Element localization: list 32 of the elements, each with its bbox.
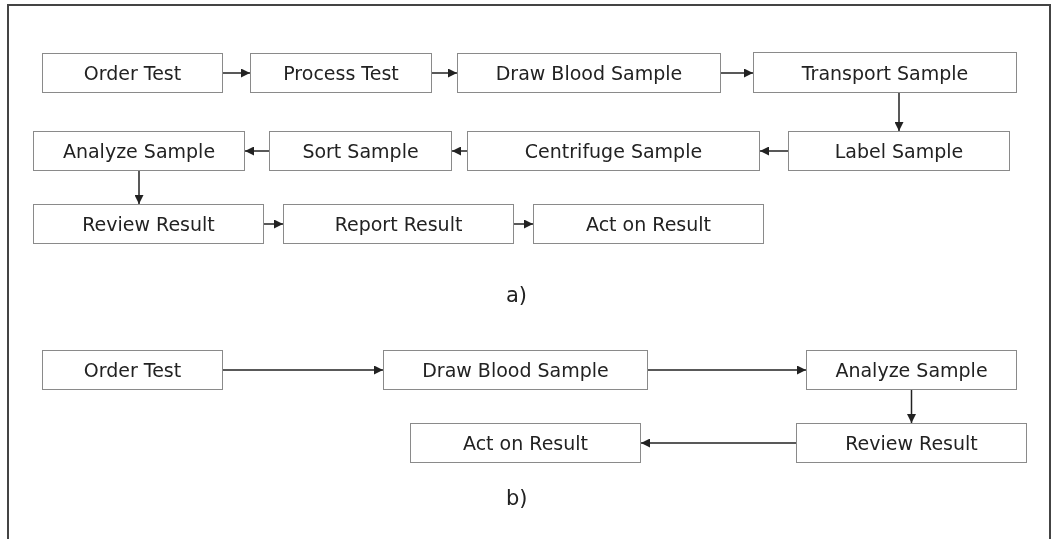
arrow (244, 146, 270, 156)
arrow (894, 92, 904, 132)
process-box: Analyze Sample (806, 350, 1017, 390)
process-box: Label Sample (788, 131, 1010, 171)
arrow (222, 68, 251, 78)
process-box: Act on Result (410, 423, 641, 463)
arrow (222, 365, 384, 375)
process-box: Draw Blood Sample (383, 350, 648, 390)
arrow (759, 146, 789, 156)
arrow (513, 219, 534, 229)
arrow (907, 389, 916, 424)
process-box: Transport Sample (753, 52, 1017, 93)
process-box: Draw Blood Sample (457, 53, 721, 93)
process-box: Order Test (42, 350, 223, 390)
arrow (720, 68, 754, 78)
process-box: Act on Result (533, 204, 764, 244)
process-box: Centrifuge Sample (467, 131, 760, 171)
arrow (263, 219, 284, 229)
panel-label: a) (506, 283, 528, 307)
arrow (640, 438, 797, 448)
panel-label: b) (506, 486, 528, 510)
process-box: Process Test (250, 53, 432, 93)
arrow (647, 365, 807, 375)
process-box: Report Result (283, 204, 514, 244)
process-box: Sort Sample (269, 131, 452, 171)
process-box: Review Result (796, 423, 1027, 463)
process-box: Analyze Sample (33, 131, 245, 171)
process-box: Review Result (33, 204, 264, 244)
arrow (431, 68, 458, 78)
arrow (134, 170, 144, 205)
process-box: Order Test (42, 53, 223, 93)
arrow (451, 146, 468, 156)
